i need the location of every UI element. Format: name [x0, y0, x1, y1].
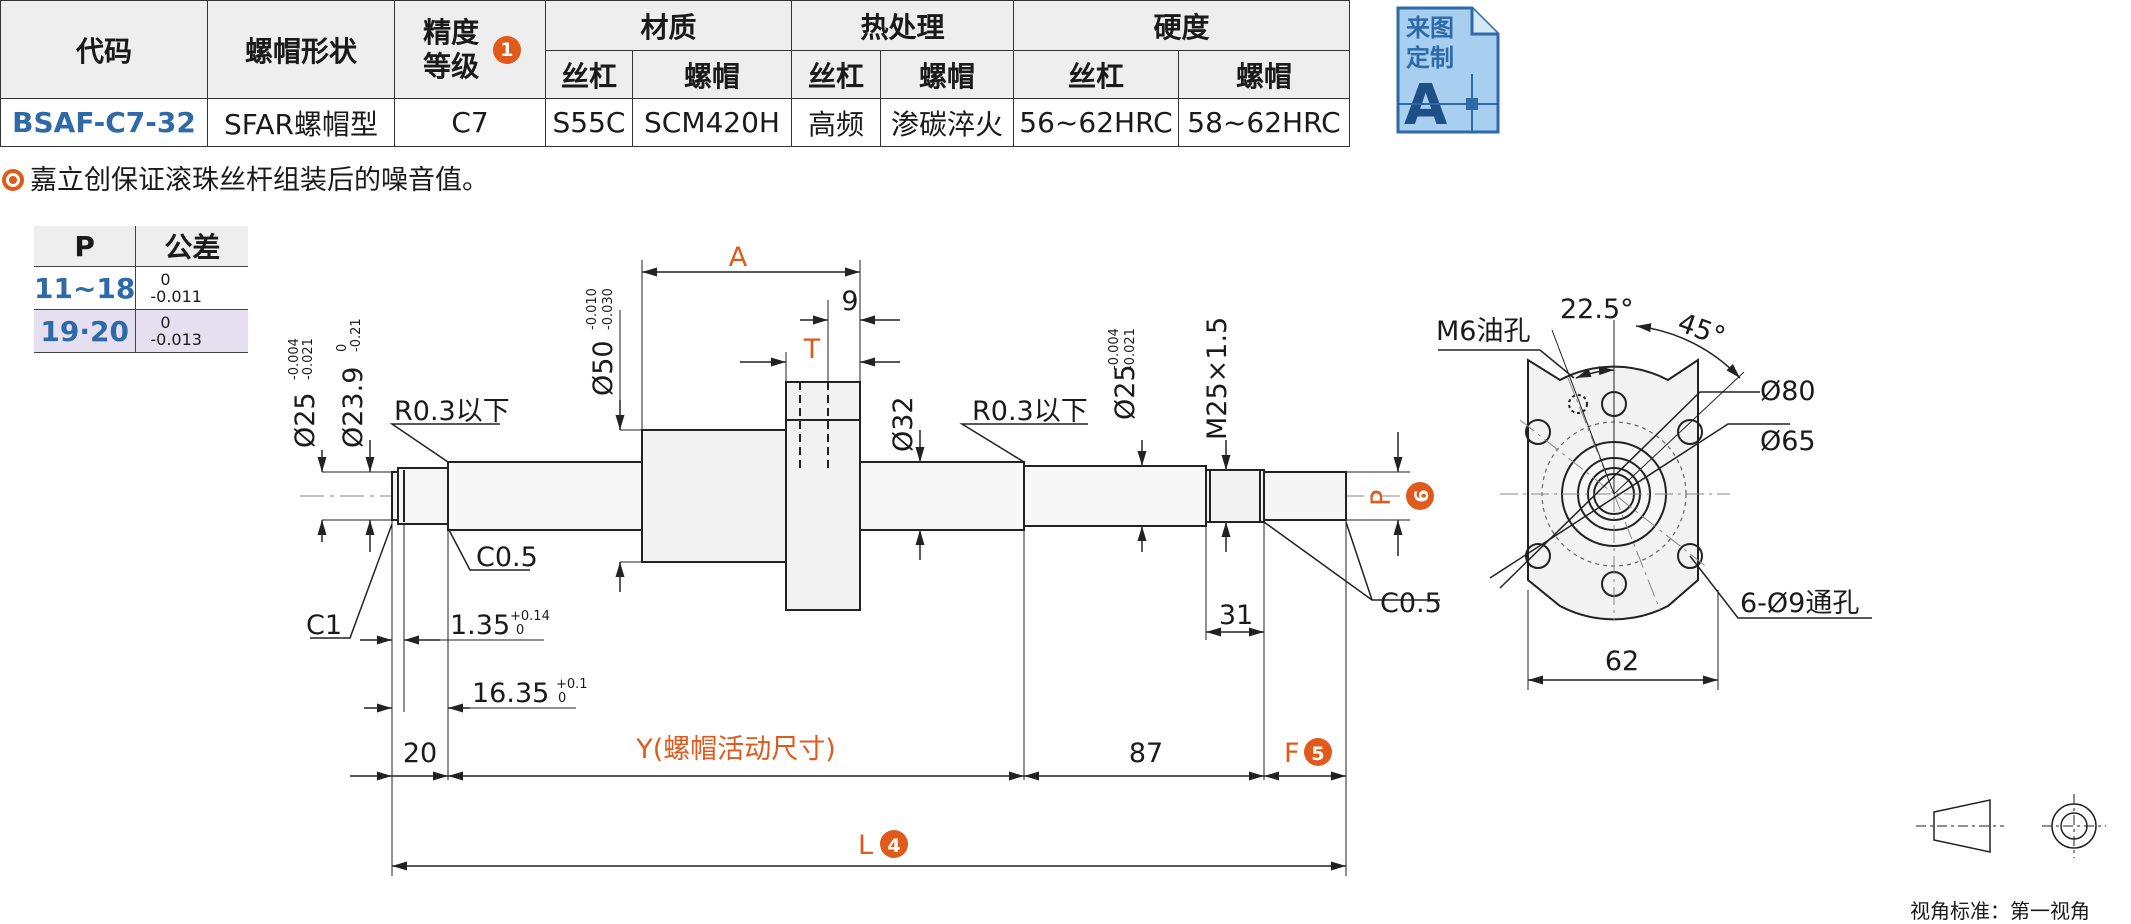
dim-87-label: 87 [1129, 738, 1163, 769]
angle-22-5-label: 22.5° [1560, 294, 1634, 325]
noise-note-text: 嘉立创保证滚珠丝杆组装后的噪音值。 [30, 165, 489, 196]
spec-table: 代码 螺帽形状 精度等级 1 材质 热处理 硬度 丝杠 螺帽 丝杠 螺帽 丝杠 … [0, 0, 1350, 147]
custom-badge-line1: 来图 [1406, 14, 1454, 42]
tol-header-p: P [34, 226, 137, 267]
r03-left-label: R0.3以下 [394, 396, 510, 427]
row-material-screw: S55C [545, 98, 633, 147]
tol-header-tol: 公差 [135, 226, 249, 267]
bullet-target-icon [2, 169, 24, 191]
header-heat-treatment: 热处理 [791, 0, 1014, 51]
dia25-right-tol-upper: -0.004 [1107, 328, 1122, 370]
flange-end-view [1438, 320, 1872, 690]
oil-hole-label: M6油孔 [1436, 316, 1530, 347]
dia25-left-tol-upper: -0.004 [287, 338, 302, 380]
row-heat-screw: 高频 [791, 98, 881, 147]
tol-upper: 0 [160, 270, 171, 289]
dia50-label: Ø50 [588, 340, 619, 396]
sub-hard-nut: 螺帽 [1178, 50, 1350, 99]
badge-p: 6 [1411, 489, 1433, 502]
tol-upper: 0 [160, 313, 171, 332]
precision-badge: 1 [492, 35, 521, 64]
dia25-right-label: Ø25 [1110, 364, 1141, 420]
tol-lower: -0.013 [150, 330, 202, 349]
tol-row-value: 0 -0.013 [135, 309, 249, 353]
shaft-step [1023, 465, 1207, 527]
custom-badge-letter: A [1404, 73, 1448, 138]
dia23-9-tol-upper: 0 [335, 344, 350, 352]
c05-left-label: C0.5 [476, 542, 538, 573]
dia32-label: Ø32 [888, 396, 919, 452]
row-hard-screw: 56~62HRC [1013, 98, 1179, 147]
dia65-label: Ø65 [1760, 426, 1816, 457]
dim-16-35-tol-lower: 0 [558, 691, 566, 706]
header-precision-label: 精度等级 [423, 15, 480, 83]
dim-y-label: Y(螺帽活动尺寸) [635, 734, 836, 765]
dim-t-label: T [803, 334, 821, 365]
dim-16-35-label: 16.35 [472, 678, 549, 709]
first-angle-projection-icon [1916, 794, 2106, 858]
row-precision: C7 [394, 98, 546, 147]
dim-a-label: A [729, 242, 748, 273]
dia25-left-tol-lower: -0.021 [301, 338, 316, 380]
nut-body [641, 429, 787, 563]
badge-l: 4 [887, 835, 900, 857]
sub-heat-screw: 丝杠 [791, 50, 881, 99]
dim-62-label: 62 [1605, 646, 1639, 677]
tol-row-p: 19·20 [34, 309, 137, 353]
holes-label: 6-Ø9通孔 [1740, 588, 1859, 619]
dim-16-35-tol-upper: +0.1 [556, 677, 588, 692]
dim-31-label: 31 [1219, 600, 1253, 631]
m25-label: M25×1.5 [1202, 317, 1233, 440]
dia23-9-tol-lower: -0.21 [349, 318, 364, 352]
header-material: 材质 [545, 0, 792, 51]
dia25-right-tol-lower: -0.021 [1123, 328, 1138, 370]
thread-section [1205, 469, 1265, 523]
header-nut-shape: 螺帽形状 [207, 0, 395, 99]
sub-material-screw: 丝杠 [545, 50, 633, 99]
dia23-9-label: Ø23.9 [338, 367, 369, 448]
nut-flange [785, 381, 861, 611]
dia50-tol-lower: -0.030 [601, 288, 616, 330]
r03-right-label: R0.3以下 [972, 396, 1088, 427]
row-code: BSAF-C7-32 [0, 98, 208, 147]
noise-note: 嘉立创保证滚珠丝杆组装后的噪音值。 [2, 158, 489, 197]
header-code: 代码 [0, 0, 208, 99]
custom-drawing-badge[interactable]: 来图 定制 A [1392, 4, 1504, 140]
dim-1-35-tol-lower: 0 [516, 623, 524, 638]
c1-label: C1 [306, 610, 342, 641]
dim-f-label: F [1284, 738, 1300, 769]
sub-hard-screw: 丝杠 [1013, 50, 1179, 99]
dia25-left-label: Ø25 [290, 392, 321, 448]
badge-f: 5 [1311, 743, 1324, 765]
row-hard-nut: 58~62HRC [1178, 98, 1350, 147]
sub-heat-nut: 螺帽 [880, 50, 1014, 99]
tol-row-value: 0 -0.011 [135, 266, 249, 310]
tol-lower: -0.011 [150, 287, 202, 306]
dim-9-label: 9 [841, 286, 858, 317]
dim-l-label: L [858, 830, 873, 861]
custom-badge-line2: 定制 [1406, 44, 1454, 72]
dim-1-35-label: 1.35 [450, 610, 510, 641]
view-standard-note: 视角标准：第一视角 [1910, 899, 2090, 923]
dim-20-label: 20 [403, 738, 437, 769]
row-nut-shape: SFAR螺帽型 [207, 98, 395, 147]
tol-row-p: 11~18 [34, 266, 137, 310]
dim-p-label: P [1366, 490, 1397, 506]
row-heat-nut: 渗碳淬火 [880, 98, 1014, 147]
shaft-end-right [1263, 471, 1347, 521]
angle-45-label: 45° [1674, 307, 1730, 352]
dia80-label: Ø80 [1760, 376, 1816, 407]
c05-right-label: C0.5 [1380, 588, 1442, 619]
header-hardness: 硬度 [1013, 0, 1350, 51]
dim-1-35-tol-upper: +0.14 [510, 609, 550, 624]
dia50-tol-upper: -0.010 [585, 288, 600, 330]
tolerance-table: P 公差 11~18 0 -0.011 19·20 0 -0.013 [34, 226, 249, 353]
